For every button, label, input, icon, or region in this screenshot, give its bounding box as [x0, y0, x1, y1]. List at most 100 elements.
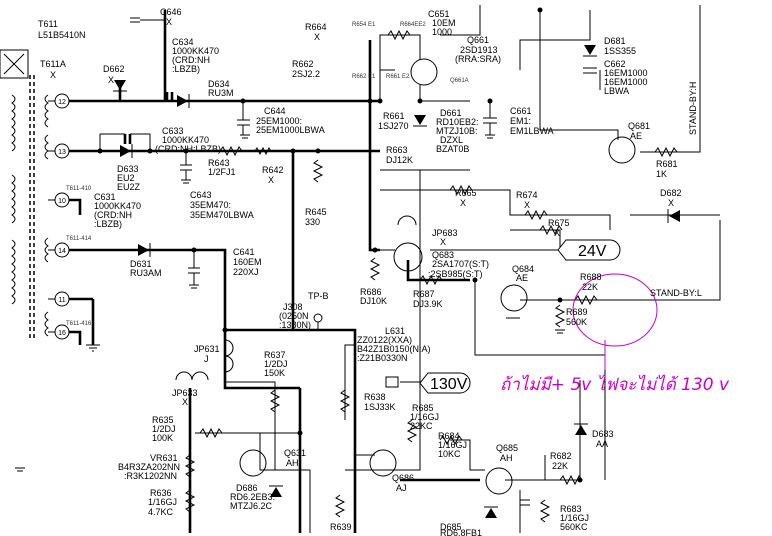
r639-ref: R639	[330, 522, 352, 532]
q681-ref: Q681	[628, 121, 650, 131]
r636-ref: R636	[150, 488, 172, 498]
resistor-symbols	[184, 29, 678, 523]
r661-ref: R661	[383, 111, 405, 121]
r662-val: 2SJ2.2	[292, 69, 320, 79]
c641-val2: 220XJ	[233, 267, 259, 277]
t611-ref: T611	[38, 19, 58, 29]
c634-ref: C634	[172, 37, 194, 47]
r642-ref: R642	[262, 165, 284, 175]
vr631-ref: VR631	[150, 453, 178, 463]
r663-val: DJ12K	[386, 155, 413, 165]
c651-ref: C651	[428, 9, 450, 19]
q683-val: 2SA1707(S:T)	[432, 259, 489, 269]
q661-val2: (RRA:SRA)	[455, 54, 501, 64]
r686-ref: R686	[360, 287, 382, 297]
r684-val: 1/16GJ	[438, 440, 467, 450]
voltage-callout-24v	[557, 239, 621, 261]
standby-h-label: STAND-BY:H	[688, 82, 698, 135]
q686-ref: Q686	[392, 473, 414, 483]
c631-ref: C631	[94, 192, 116, 202]
j308-ref: J308	[283, 302, 303, 312]
d685-ref: D685	[440, 522, 462, 532]
pin-10-label: 10	[58, 198, 66, 205]
tp-b-label: TP-B	[308, 291, 329, 301]
r688-ref: R688	[580, 272, 602, 282]
c662-val3: LBWA	[604, 86, 629, 96]
q684-val: AE	[516, 273, 528, 283]
c641-ref: C641	[233, 247, 255, 257]
jp683-val: X	[440, 237, 446, 247]
c662-ref: C662	[604, 59, 626, 69]
r636-val: 1/16GJ	[148, 497, 177, 507]
r685-ref: R685	[412, 403, 434, 413]
c662-val2: 16EM1000	[604, 77, 648, 87]
r638-val: 1SJ33K	[364, 402, 396, 412]
r684-ref: R684	[438, 431, 460, 441]
standby-l-label: STAND-BY:L	[650, 288, 702, 298]
q685-ref: Q685	[496, 443, 518, 453]
r674-val: X	[524, 200, 530, 210]
t611a-val: X	[50, 70, 56, 80]
ground-symbols	[15, 134, 565, 472]
small-part-label-3: R662 E1	[352, 74, 376, 80]
d662-val: X	[108, 75, 114, 85]
c646-ref: C646	[160, 7, 182, 17]
q684-ref: Q684	[512, 264, 534, 274]
r664-ref: R664	[305, 22, 327, 32]
pin-12-label: 12	[58, 99, 66, 106]
vr631-val: B4R3ZA202NN	[118, 462, 180, 472]
pin-14-label: 14	[58, 248, 66, 255]
c651-val2: 1000	[432, 27, 452, 37]
r642-val: X	[268, 175, 274, 185]
jp631-ref: JP631	[194, 344, 220, 354]
c646-val: X	[166, 17, 172, 27]
c631-note: (CRD:NH	[94, 210, 132, 220]
q661-ref: Q661	[467, 35, 489, 45]
voltage-130v-label: 130V	[430, 376, 468, 393]
d661-ref: D661	[440, 108, 462, 118]
d681-val: 1SS355	[604, 46, 636, 56]
q631-ref: Q631	[284, 448, 306, 458]
pin-11-label: 11	[58, 297, 65, 304]
r645-ref: R645	[305, 207, 327, 217]
c634-val: 1000KK470	[172, 46, 219, 56]
jp683-jumper	[397, 215, 417, 226]
c644-ref: C644	[264, 106, 286, 116]
r685-val: 1/16GJ	[410, 412, 439, 422]
r681-ref: R681	[656, 159, 678, 169]
q661-val: 2SD1913	[460, 45, 498, 55]
c643-val: 35EM470:	[190, 200, 231, 210]
d683-val: AA	[596, 439, 608, 449]
d661-val: RD10EB2:	[436, 117, 479, 127]
r643-ref: R643	[208, 158, 230, 168]
r643-val: 1/2FJ1	[208, 167, 236, 177]
j308-val: (0250N	[279, 311, 309, 321]
l631-val: ZZ0122(XXA)	[357, 335, 412, 345]
j308-val2: :1380N)	[279, 320, 311, 330]
t611a-ref: T611A	[40, 59, 66, 69]
r661-val: 1SJ270	[378, 121, 409, 131]
voltage-callout-130v	[385, 372, 471, 394]
l631-ref: L631	[385, 326, 405, 336]
c641-val: 160EM	[233, 257, 262, 267]
jp631-val: J	[204, 354, 209, 364]
diode-symbols	[113, 45, 680, 518]
r635-ref: R635	[152, 415, 174, 425]
d661-val4: BZAT0B	[436, 144, 469, 154]
r664-val: X	[314, 32, 320, 42]
d685-val: RD6.8FB1	[440, 528, 482, 536]
r689-ref: R689	[566, 307, 588, 317]
d681-ref: D681	[604, 36, 626, 46]
r638-ref: R638	[364, 392, 386, 402]
c643-val2: 35EM470LBWA	[190, 210, 254, 220]
d633-ref: D633	[117, 164, 139, 174]
small-part-label-6: T611-410	[66, 186, 92, 192]
r682-ref: R682	[550, 451, 572, 461]
tp-b-point	[313, 313, 323, 323]
r675-val: X	[554, 228, 560, 238]
d661-val2: MTZJ10B:	[436, 126, 478, 136]
q631-val: AH	[286, 458, 299, 468]
transistor-symbols	[239, 58, 636, 495]
d631-val: RU3AM	[130, 268, 162, 278]
pin-16-label: 16	[58, 330, 66, 337]
